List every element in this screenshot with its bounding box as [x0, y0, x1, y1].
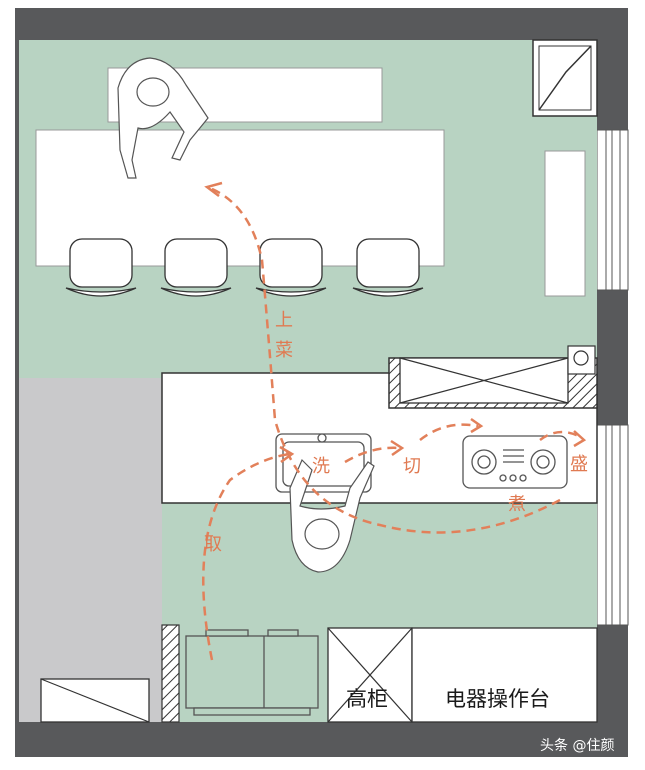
route-label-cook: 煮	[508, 494, 526, 515]
window-upper	[596, 129, 629, 291]
route-cut-to-cook	[419, 423, 479, 441]
route-take-to-wash	[202, 452, 291, 661]
chair	[352, 238, 424, 297]
route-label-cut: 切	[403, 456, 421, 477]
stove	[462, 435, 568, 489]
watermark: 头条 @住颜	[540, 738, 615, 754]
corner-cabinet	[532, 39, 598, 117]
chair	[160, 238, 232, 297]
wall-bottom	[15, 722, 628, 757]
route-wash-to-cut	[344, 446, 401, 464]
wall-stub	[161, 624, 180, 723]
arrowhead	[204, 181, 223, 197]
arrowhead	[470, 417, 484, 434]
tall-cabinet	[327, 627, 413, 723]
fridge	[185, 629, 319, 716]
person-kitchen	[289, 458, 375, 573]
window-lower	[596, 424, 629, 626]
appliance-counter	[411, 627, 598, 723]
wall-top	[15, 8, 597, 40]
wall-right-upper	[597, 8, 628, 130]
wall-cabinet	[544, 150, 586, 297]
route-label-serve-2: 菜	[275, 340, 293, 361]
chairs	[65, 238, 424, 297]
route-arrowheads	[204, 181, 587, 464]
chair	[65, 238, 137, 297]
tall-cabinet-label: 高柜	[346, 687, 388, 711]
wall-right-lower	[597, 625, 628, 722]
chair	[255, 238, 327, 297]
floor-corridor	[19, 378, 162, 722]
route-cook-to-plate	[539, 430, 583, 442]
route-label-take: 取	[204, 534, 222, 555]
arrowhead	[279, 445, 295, 464]
wall-right-middle	[597, 290, 628, 425]
bottom-left-cabinet	[40, 678, 150, 723]
arrowhead	[573, 430, 587, 448]
wall-left	[15, 8, 19, 722]
route-label-wash: 洗	[312, 456, 330, 477]
workflow-route	[202, 186, 583, 661]
route-label-serve-1: 上	[275, 310, 293, 331]
appliance-counter-label: 电器操作台	[445, 687, 550, 711]
arrowhead	[390, 439, 405, 457]
route-label-plate: 盛	[570, 454, 588, 475]
range-hood-cabinet	[388, 345, 598, 409]
route-plate-to-serve	[209, 186, 561, 534]
person-dining	[117, 57, 209, 179]
